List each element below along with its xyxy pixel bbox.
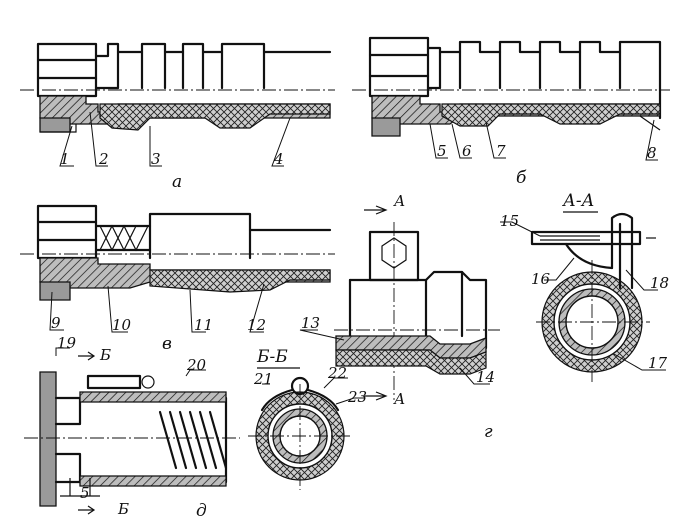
view-g: 13 14 А А г <box>299 192 500 442</box>
callout-6: 6 <box>462 142 472 160</box>
callout-21: 21 <box>253 370 273 388</box>
callout-8: 8 <box>647 144 657 162</box>
callout-12: 12 <box>247 316 266 334</box>
view-v: 9 10 11 12 в <box>20 204 335 354</box>
callout-9: 9 <box>51 314 61 332</box>
caption-b: б <box>516 168 527 188</box>
caption-d: д <box>196 501 207 521</box>
section-mark-a-bottom: А <box>393 390 405 408</box>
callout-20: 20 <box>186 356 207 374</box>
callout-1: 1 <box>60 150 70 168</box>
section-mark-b-bottom: Б <box>117 500 129 518</box>
view-d: 19 20 Б Б 5 д <box>24 334 240 521</box>
callout-23: 23 <box>347 388 367 406</box>
section-mark-b-top: Б <box>99 346 111 364</box>
section-bb: Б-Б 21 22 23 <box>248 347 367 490</box>
section-bb-title: Б-Б <box>256 347 288 367</box>
callout-13: 13 <box>301 314 320 332</box>
caption-v: в <box>162 334 172 354</box>
callout-11: 11 <box>194 316 213 334</box>
section-mark-a-top: А <box>393 192 405 210</box>
caption-a: а <box>172 172 182 192</box>
callout-3: 3 <box>151 150 161 168</box>
section-aa: А-А 15 16 18 17 <box>500 191 669 382</box>
callout-7: 7 <box>496 142 506 160</box>
view-a: 1 2 3 4 а <box>20 42 335 192</box>
callout-22: 22 <box>327 364 347 382</box>
callout-14: 14 <box>476 368 495 386</box>
section-aa-title: А-А <box>562 191 595 211</box>
callout-18: 18 <box>650 274 669 292</box>
callout-15: 15 <box>500 212 519 230</box>
callout-10: 10 <box>112 316 132 334</box>
dimension-5: 5 <box>80 484 90 502</box>
callout-16: 16 <box>531 270 551 288</box>
callout-2: 2 <box>98 150 109 168</box>
callout-5: 5 <box>437 142 447 160</box>
callout-4: 4 <box>273 150 284 168</box>
callout-17: 17 <box>648 354 668 372</box>
caption-g: г <box>484 422 493 442</box>
view-b: 5 6 7 8 б <box>352 36 670 188</box>
callout-19: 19 <box>57 334 77 352</box>
